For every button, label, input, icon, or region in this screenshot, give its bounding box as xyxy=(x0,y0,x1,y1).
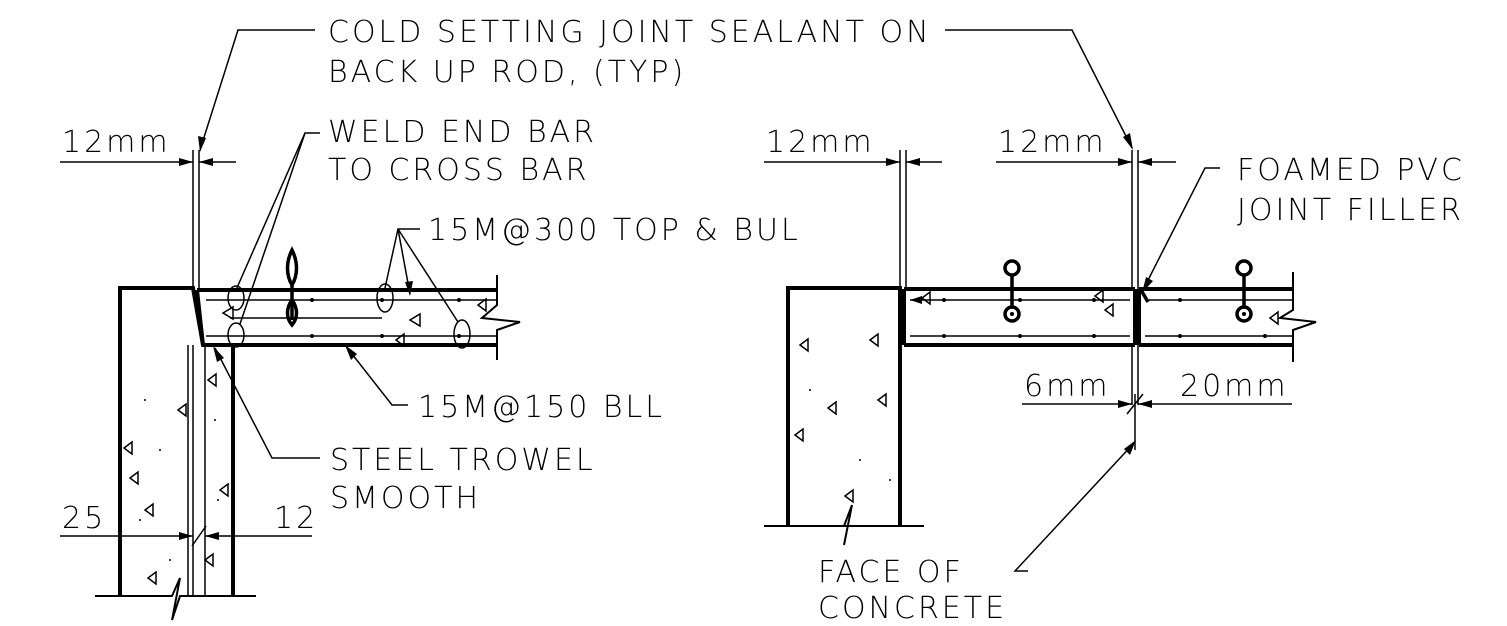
left-leaders xyxy=(198,29,459,459)
weld-ellipse xyxy=(227,322,245,348)
right-wall-outline xyxy=(786,286,902,526)
wall-cover-right-dimension: 12 xyxy=(274,501,318,536)
right-gap-dimension: 12mm xyxy=(998,125,1107,160)
face-of-concrete-line2: CONCRETE xyxy=(818,591,1007,626)
bottom-bars-label: 15M@150 BLL xyxy=(418,390,665,425)
weld-label-line2: TO CROSS BAR xyxy=(328,153,590,188)
trowel-label-line2: SMOOTH xyxy=(330,481,481,516)
face-of-concrete-line1: FACE OF xyxy=(818,555,964,590)
right-detail xyxy=(764,150,1317,546)
gap-20mm-dimension: 20mm xyxy=(1180,369,1289,404)
weld-label-line1: WELD END BAR xyxy=(328,115,597,150)
left-detail xyxy=(60,150,521,621)
weld-ellipse xyxy=(227,285,245,311)
left-tie-bar-bottom xyxy=(285,297,299,328)
left-slab-joint xyxy=(195,289,205,346)
foamed-pvc-label-line1: FOAMED PVC xyxy=(1237,153,1465,188)
left-gap-dimension: 12mm xyxy=(62,125,171,160)
top-bars-label: 15M@300 TOP & BUL xyxy=(428,213,801,248)
weld-ellipse xyxy=(453,319,471,349)
left-wall-outline xyxy=(118,286,235,596)
mid-gap-dimension: 12mm xyxy=(766,125,875,160)
foamed-pvc-label-line2: JOINT FILLER xyxy=(1237,193,1464,228)
wall-cover-dimension: 25 xyxy=(62,501,106,536)
sealant-label-line1: COLD SETTING JOINT SEALANT ON xyxy=(328,15,932,50)
right-aggregate xyxy=(793,288,1279,504)
left-slab-break xyxy=(479,275,521,360)
sealant-label-line2: BACK UP ROD, (TYP) xyxy=(328,55,686,90)
trowel-label-line1: STEEL TROWEL xyxy=(330,443,596,478)
gap-6mm-dimension: 6mm xyxy=(1024,369,1111,404)
left-tie-bar xyxy=(285,246,299,289)
right-leaders xyxy=(945,29,1220,572)
left-wall-break xyxy=(95,577,256,621)
left-aggregate xyxy=(122,297,487,586)
weld-ellipse xyxy=(376,283,394,313)
